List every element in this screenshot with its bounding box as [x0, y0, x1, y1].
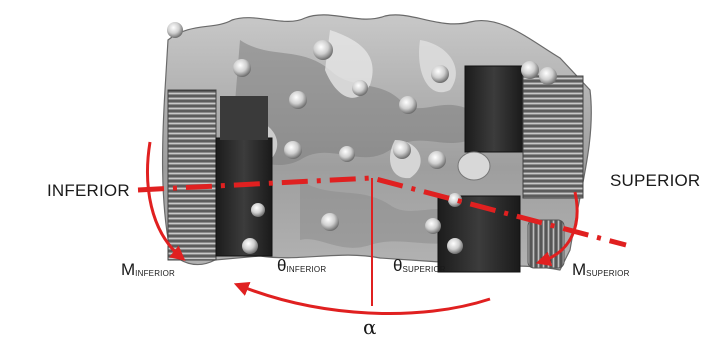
m-inferior-subscript: INFERIOR — [135, 269, 175, 278]
m-superior-label: MSUPERIOR — [572, 261, 630, 279]
inferior-fixture — [168, 90, 272, 260]
m-inferior-symbol: M — [121, 260, 135, 279]
superior-screw-head — [458, 152, 490, 180]
superior-label: SUPERIOR — [610, 172, 700, 189]
m-superior-symbol: M — [572, 260, 586, 279]
marker-bead — [352, 80, 368, 96]
marker-bead — [251, 203, 265, 217]
superior-screw — [465, 66, 523, 152]
theta-superior-subscript: SUPERIOR — [402, 265, 445, 274]
marker-bead — [425, 218, 441, 234]
marker-bead — [167, 22, 183, 38]
alpha-arc-arrow — [238, 285, 490, 314]
marker-bead — [539, 67, 557, 85]
inferior-screw — [216, 138, 272, 256]
alpha-label: α — [363, 317, 377, 337]
marker-bead — [521, 61, 539, 79]
inferior-screw-top — [220, 96, 268, 140]
theta-inferior-label: θINFERIOR — [277, 257, 326, 275]
inferior-label: INFERIOR — [47, 182, 130, 199]
marker-bead — [339, 146, 355, 162]
m-superior-subscript: SUPERIOR — [586, 269, 629, 278]
marker-bead — [399, 96, 417, 114]
marker-bead — [428, 151, 446, 169]
marker-bead — [289, 91, 307, 109]
marker-bead — [233, 59, 251, 77]
marker-bead — [431, 65, 449, 83]
inferior-ring-block — [168, 90, 216, 260]
marker-bead — [242, 238, 258, 254]
marker-bead — [393, 141, 411, 159]
marker-bead — [313, 40, 333, 60]
marker-bead — [321, 213, 339, 231]
theta-inferior-subscript: INFERIOR — [286, 265, 326, 274]
marker-bead — [447, 238, 463, 254]
theta-superior-label: θSUPERIOR — [393, 257, 446, 275]
m-inferior-label: MINFERIOR — [121, 261, 175, 279]
marker-bead — [284, 141, 302, 159]
superior-ring-block — [523, 76, 583, 198]
